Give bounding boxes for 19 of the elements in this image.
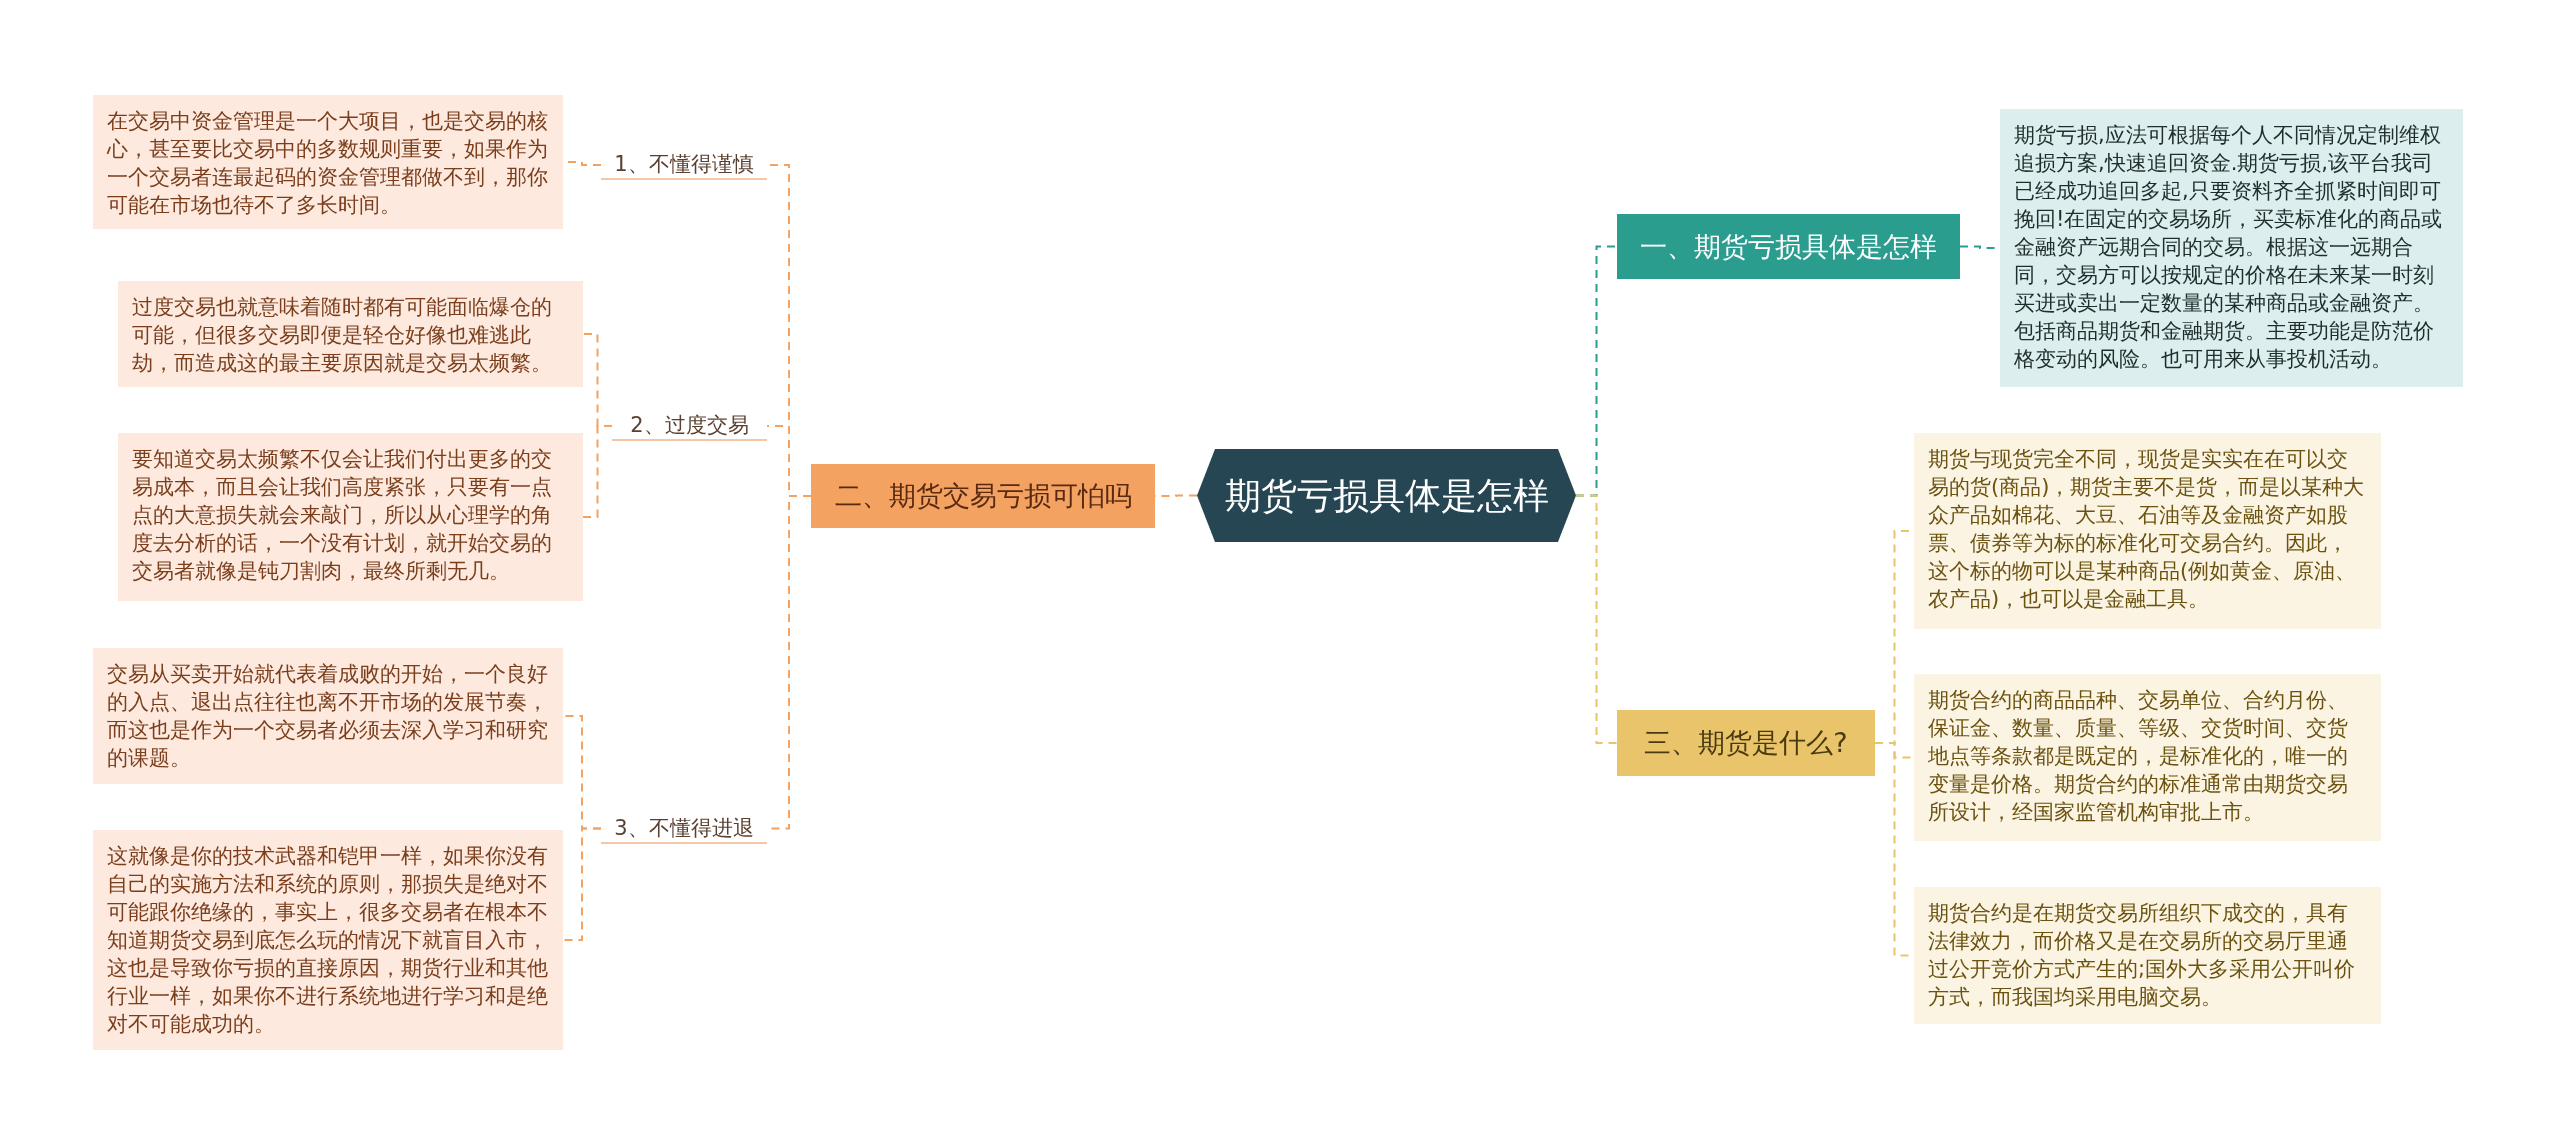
connector <box>1575 494 1618 744</box>
branch-topic: 三、期货是什么? <box>1617 710 1875 776</box>
note-card: 这就像是你的技术武器和铠甲一样，如果你没有自己的实施方法和系统的原则，那损失是绝对不可能跟你绝缘的，事实上，很多交易者在根本不知道期货交易到底怎么玩的情况下就盲目入市，这也是导致你亏损的直接原因，期货行业和其他行业一样，如果你不进行系统地进行学习和是绝对不可能成功的。 <box>93 830 563 1050</box>
note-card: 交易从买卖开始就代表着成败的开始，一个良好的入点、退出点往往也离不开市场的发展节奏，而这也是作为一个交易者必须去深入学习和研究的课题。 <box>93 648 563 784</box>
note-card: 过度交易也就意味着随时都有可能面临爆仓的可能，但很多交易即便是轻仓好像也难逃此劫，而造成这的最主要原因就是交易太频繁。 <box>118 281 583 387</box>
subtopic-label: 3、不懂得进退 <box>601 813 767 844</box>
note-card: 期货亏损,应法可根据每个人不同情况定制维权追损方案,快速追回资金.期货亏损,该平台我司已经成功追回多起,只要资料齐全抓紧时间即可挽回!在固定的交易场所，买卖标准化的商品或金融资产远期合同的交易。根据这一远期合同，交易方可以按规定的价格在未来某一时刻买进或卖出一定数量的某种商品或金融资产。包括商品期货和金融期货。主要功能是防范价格变动的风险。也可用来从事投机活动。 <box>2000 109 2463 387</box>
subtopic-label: 1、不懂得谨慎 <box>601 150 767 180</box>
subtopic-label: 2、过度交易 <box>612 411 767 441</box>
branch-topic: 二、期货交易亏损可怕吗 <box>811 464 1155 528</box>
note-card: 期货合约是在期货交易所组织下成交的，具有法律效力，而价格又是在交易所的交易厅里通过公开竞价方式产生的;国外大多采用公开叫价方式，而我国均采用电脑交易。 <box>1914 887 2381 1024</box>
note-card: 期货与现货完全不同，现货是实实在在可以交易的货(商品)，期货主要不是货，而是以某种大众产品如棉花、大豆、石油等及金融资产如股票、债券等为标的标准化可交易合约。因此，这个标的物可以是某种商品(例如黄金、原油、农产品)，也可以是金融工具。 <box>1914 433 2381 629</box>
note-card: 要知道交易太频繁不仅会让我们付出更多的交易成本，而且会让我们高度紧张，只要有一点点的大意损失就会来敲门，所以从心理学的角度去分析的话，一个没有计划，就开始交易的交易者就像是钝刀割肉，最终所剩无几。 <box>118 433 583 601</box>
connector <box>562 827 602 941</box>
note-card: 期货合约的商品品种、交易单位、合约月份、保证金、数量、质量、等级、交货时间、交货地点等条款都是既定的，是标准化的，唯一的变量是价格。期货合约的标准通常由期货交易所设计，经国家监管机构审批上市。 <box>1914 674 2381 841</box>
central-topic: 期货亏损具体是怎样 <box>1197 449 1576 542</box>
connector <box>582 425 613 518</box>
branch-topic: 一、期货亏损具体是怎样 <box>1617 214 1960 279</box>
note-card: 在交易中资金管理是一个大项目，也是交易的核心，甚至要比交易中的多数规则重要，如果作为一个交易者连最起码的资金管理都做不到，那你可能在市场也待不了多长时间。 <box>93 95 563 229</box>
